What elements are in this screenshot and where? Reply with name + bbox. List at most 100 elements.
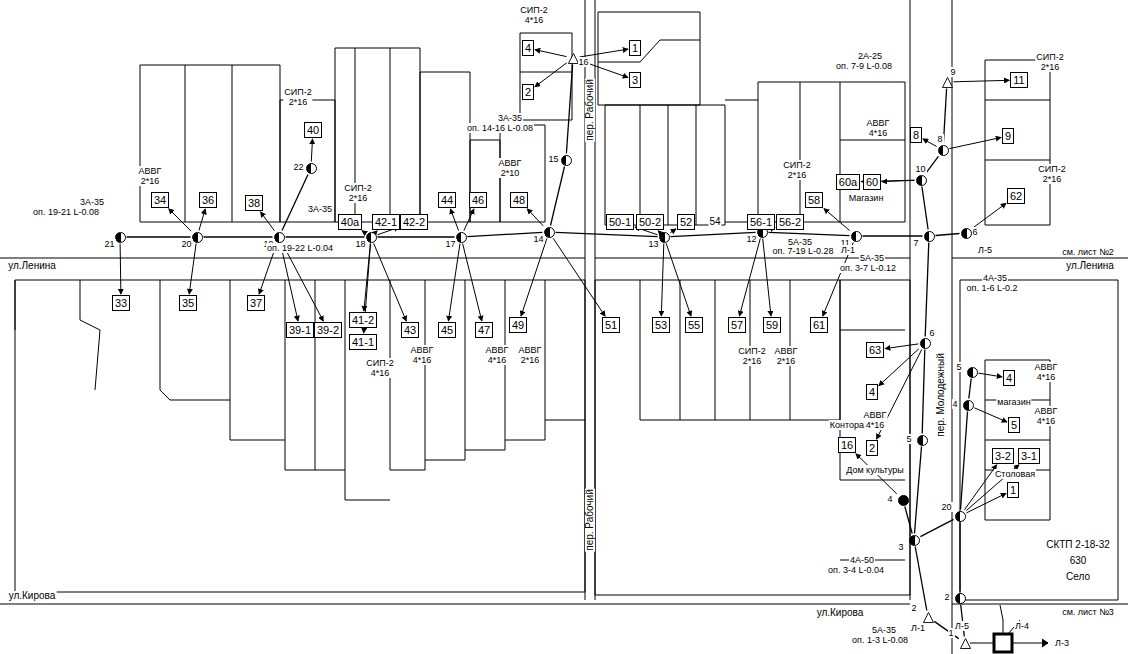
house-number: 34 — [154, 194, 166, 206]
house-number: 36 — [202, 194, 214, 206]
anchor-pole: 9 — [942, 77, 953, 88]
house-box: 61 — [810, 317, 828, 333]
map-label: 4А-50 — [849, 555, 875, 565]
map-label: Столовая — [994, 469, 1036, 479]
pole-number: 3 — [898, 542, 905, 552]
house-number: 58 — [808, 194, 820, 206]
pole-symbol: 4 — [963, 400, 974, 411]
house-number: 1 — [1010, 484, 1016, 496]
house-number: 55 — [688, 319, 700, 331]
map-label: АВВГ 4*16 — [866, 118, 891, 138]
pole-number: 9 — [950, 67, 957, 77]
map-label: АВВГ 4*16 — [1034, 362, 1059, 382]
map-label: АВВГ 4*16 — [863, 410, 888, 430]
map-label: оп. 7-19 L-0.28 — [772, 246, 835, 256]
overhead-line — [556, 232, 658, 236]
service-drop — [450, 209, 458, 231]
service-drop — [666, 243, 691, 316]
map-label: 2А-25 — [857, 51, 883, 61]
pole-symbol: 6 — [920, 338, 931, 349]
pole-number: 20 — [941, 502, 953, 512]
service-drop — [527, 209, 543, 226]
map-label: 5А-35 — [871, 625, 897, 635]
pole-symbol: 5 — [917, 435, 928, 446]
map-label: СИП-2 2*16 — [1035, 52, 1064, 72]
pole-number: 13 — [648, 239, 660, 249]
house-box: 58 — [805, 192, 823, 208]
map-label: оп. 19-21 L-0.08 — [32, 207, 100, 217]
pole-number: 7 — [913, 238, 920, 248]
map-label: Л-5 — [954, 621, 970, 631]
service-drop — [169, 209, 191, 231]
overhead-line — [936, 234, 960, 236]
house-box: 35 — [179, 295, 197, 311]
house-box: 63 — [866, 342, 884, 358]
street-name: Село — [1065, 572, 1091, 582]
house-box: 34 — [151, 192, 169, 208]
map-label: оп. 7-9 L-0.08 — [835, 61, 893, 71]
house-box: 42-2 — [400, 214, 428, 230]
house-box: 39-1 — [286, 322, 314, 338]
house-box: 57 — [728, 317, 746, 333]
overhead-line — [943, 89, 946, 144]
house-number: 42-2 — [403, 216, 425, 228]
pole-number: 2 — [911, 603, 918, 613]
house-number: 35 — [182, 297, 194, 309]
house-number: 1 — [632, 42, 638, 54]
pole-symbol: 10 — [916, 175, 927, 186]
service-drop — [965, 465, 997, 510]
pole-number: 21 — [104, 239, 116, 249]
house-number: 59 — [766, 319, 778, 331]
house-number: 57 — [731, 319, 743, 331]
house-box: 59 — [763, 317, 781, 333]
service-drop — [261, 212, 275, 231]
pole-symbol: 18 — [366, 232, 377, 243]
overhead-line — [671, 232, 756, 236]
service-drop — [463, 244, 482, 322]
house-box: 4 — [1003, 370, 1015, 386]
service-drop — [670, 229, 676, 233]
house-box: 8 — [910, 127, 922, 143]
house-box: 41-2 — [349, 312, 377, 328]
overhead-line — [769, 232, 850, 235]
overhead-line — [378, 236, 455, 237]
pole-number: 17 — [445, 239, 457, 249]
overhead-line — [969, 379, 971, 399]
map-label: Л-4 — [1014, 621, 1030, 631]
map-label: Контора — [829, 420, 865, 430]
house-box: 52 — [677, 214, 695, 230]
overhead-line — [905, 507, 912, 534]
house-box: 3-2 — [992, 448, 1014, 464]
anchor-pole: 16 — [568, 53, 579, 64]
overhead-line — [959, 523, 960, 592]
house-number: 56-1 — [750, 216, 772, 228]
house-box: 1 — [629, 40, 641, 56]
pole-number: 22 — [293, 162, 305, 172]
house-box: 49 — [509, 317, 527, 333]
map-label: Дом культуры — [845, 465, 905, 475]
pole-number: 2 — [944, 592, 951, 602]
house-number: 9 — [1005, 130, 1011, 142]
house-number: 50-1 — [609, 216, 631, 228]
house-box: 2 — [866, 440, 878, 456]
house-box: 36 — [199, 192, 217, 208]
pole-number: 10 — [915, 164, 927, 174]
map-label: оп. 3-7 L-0.12 — [839, 263, 897, 273]
map-label: Л-5 — [977, 245, 993, 255]
map-label: АВВГ 2*10 — [498, 158, 523, 178]
service-drop — [521, 238, 547, 316]
house-box: 11 — [1010, 72, 1027, 88]
overhead-line — [922, 187, 928, 230]
house-number: 37 — [250, 297, 262, 309]
anchor-pole: 2 — [923, 612, 934, 623]
map-label: оп. 1-3 L-0.08 — [851, 635, 909, 645]
service-drop — [658, 230, 659, 231]
service-drop — [362, 231, 365, 233]
house-box: 43 — [401, 322, 419, 338]
house-number: 49 — [512, 319, 524, 331]
service-drop — [377, 230, 378, 231]
house-number: 62 — [1010, 190, 1022, 202]
map-label: 3А-35 — [497, 113, 523, 123]
